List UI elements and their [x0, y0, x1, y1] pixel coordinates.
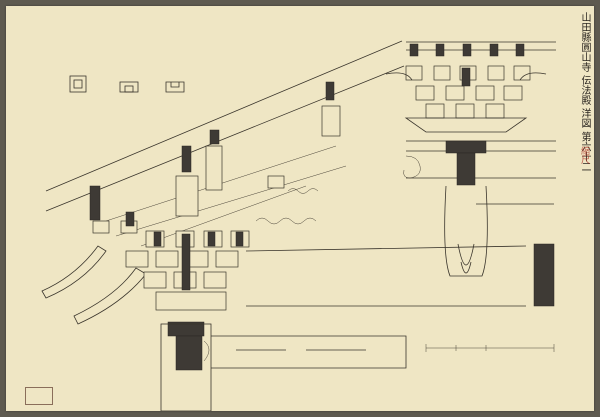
scroll-ornament [255, 188, 319, 225]
red-annotation: 縮尺 [579, 146, 589, 164]
detail-symbol-3 [165, 81, 185, 93]
detail-symbol-1 [69, 75, 87, 93]
detail-symbol-2 [119, 81, 139, 93]
scale-bar [425, 344, 555, 352]
bracket-set-left [89, 81, 341, 311]
right-column [403, 140, 556, 277]
column-section [160, 321, 407, 411]
horizontal-beam [245, 243, 555, 307]
bracket-set-right [385, 41, 556, 133]
architectural-drawing [41, 40, 556, 411]
drawing-sheet: 山田縣圓山寺 伝法殿 洋図 第六十二 縮尺 [6, 6, 594, 411]
sheet-title: 山田縣圓山寺 伝法殿 洋図 第六十二 [579, 12, 590, 172]
library-stamp [25, 387, 53, 405]
